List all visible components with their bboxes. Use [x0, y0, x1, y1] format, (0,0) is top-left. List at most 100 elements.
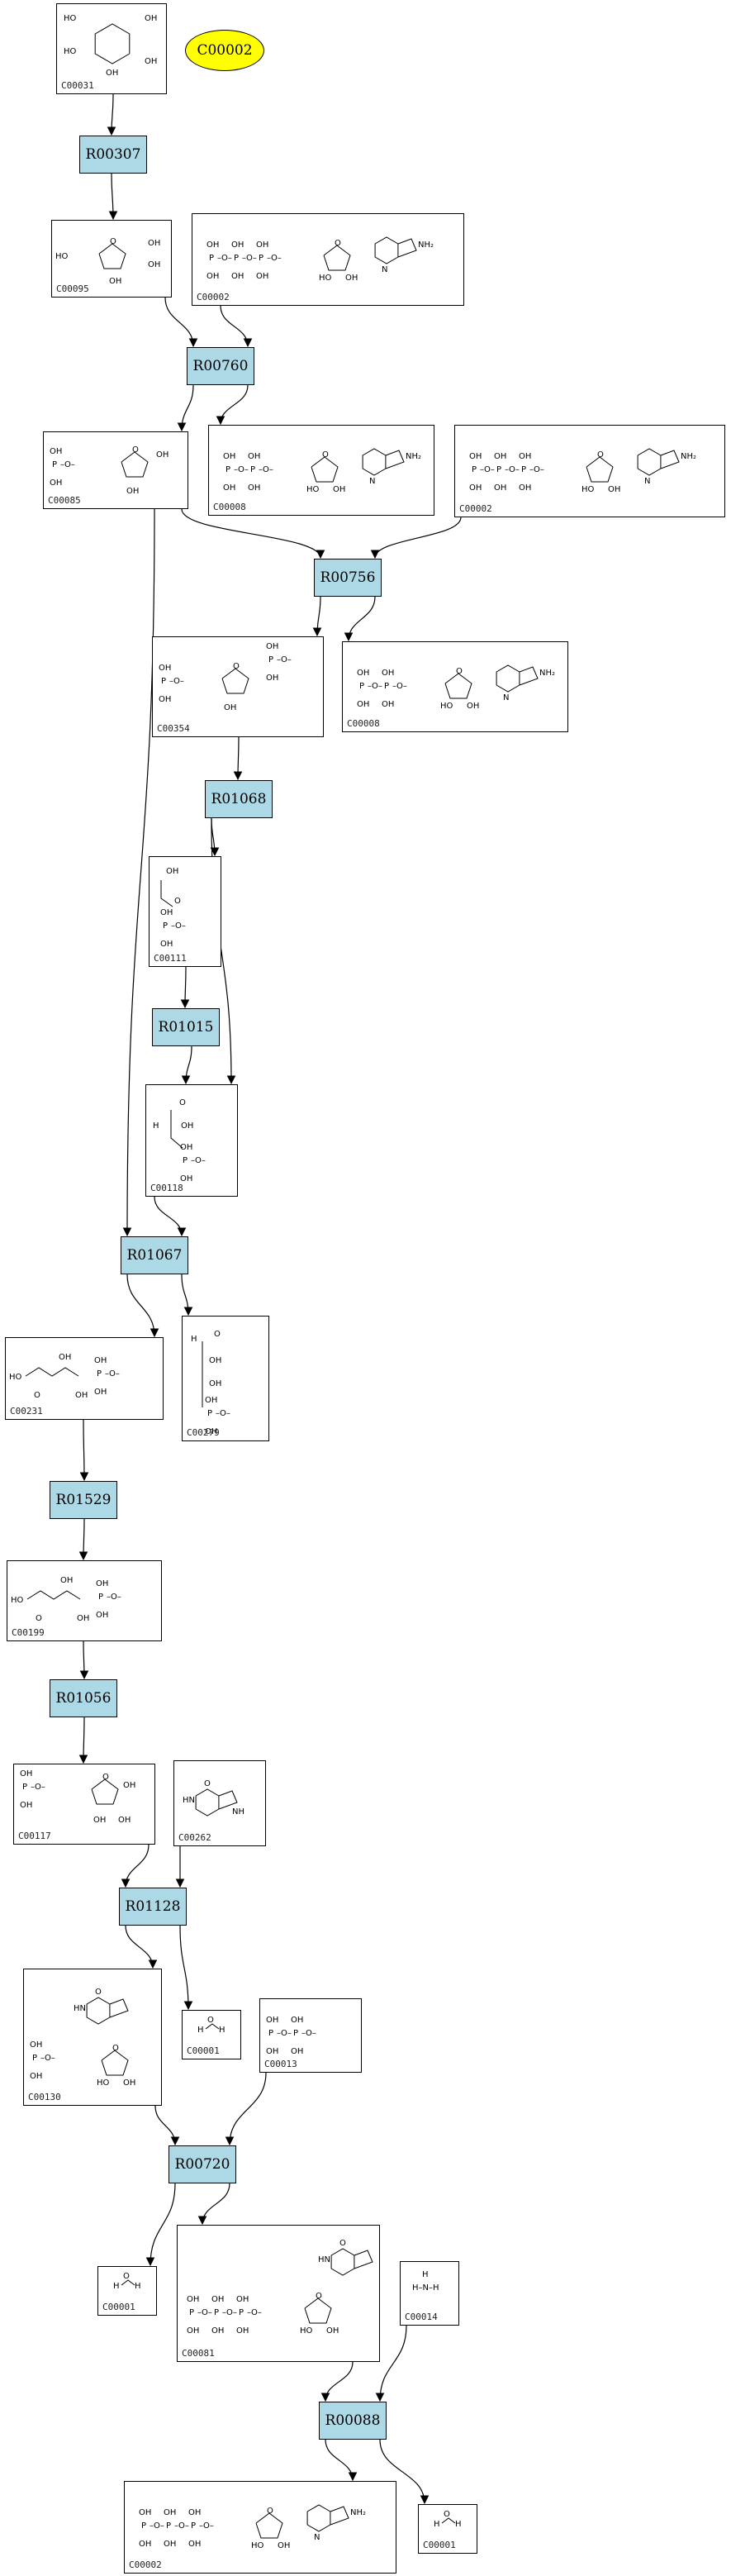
svg-text:HO: HO [97, 2078, 110, 2088]
svg-text:HO: HO [11, 1596, 24, 1605]
reaction-label: R01056 [55, 1690, 112, 1707]
svg-text:OH: OH [248, 452, 260, 461]
svg-text:OH: OH [206, 272, 219, 281]
svg-text:P: P [209, 254, 214, 263]
svg-text:OH: OH [382, 700, 394, 709]
molecule-structure: H H–N–H [412, 2270, 439, 2293]
reaction-node[interactable]: R00088 [319, 2402, 387, 2440]
reaction-node[interactable]: R01529 [50, 1481, 117, 1519]
molecule-structure: HOH [113, 2272, 141, 2291]
svg-text:O: O [456, 667, 463, 676]
compound-id-label: C00001 [102, 2302, 135, 2312]
reaction-label: R00756 [320, 569, 376, 586]
svg-text:OH: OH [291, 2016, 303, 2025]
compound-id-label: C00199 [12, 1627, 45, 1638]
svg-text:NH₂: NH₂ [681, 452, 696, 461]
svg-text:–O–: –O– [267, 254, 282, 263]
svg-text:OH: OH [248, 483, 260, 493]
reaction-label: R01529 [55, 1492, 112, 1508]
edge-r2-to-c5 [216, 384, 249, 426]
svg-text:OH: OH [469, 483, 482, 493]
svg-text:OH: OH [93, 1816, 106, 1825]
highlight-compound-oval[interactable]: C00002 [185, 30, 264, 71]
reaction-node[interactable]: R00720 [169, 2145, 236, 2183]
svg-text:OH: OH [94, 1356, 107, 1365]
svg-text:O: O [214, 1330, 221, 1339]
svg-text:OH: OH [188, 2508, 201, 2517]
svg-text:O: O [112, 2044, 119, 2053]
svg-text:H: H [422, 2270, 429, 2279]
svg-text:OH: OH [50, 479, 62, 488]
svg-text:–O–: –O– [217, 254, 232, 263]
svg-text:HN: HN [318, 2255, 330, 2264]
svg-text:–O–: –O– [171, 921, 186, 931]
svg-text:OH: OH [75, 1391, 88, 1400]
edge-r11-to-c23 [379, 2439, 430, 2505]
edge-c14-to-r9 [121, 1844, 150, 1888]
reaction-node[interactable]: R00307 [79, 136, 147, 174]
svg-text:OH: OH [223, 452, 235, 461]
svg-text:OH: OH [181, 1121, 193, 1131]
edge-c18-to-r10 [225, 2072, 267, 2146]
svg-text:OH: OH [59, 1353, 71, 1362]
svg-text:O: O [102, 1773, 109, 1782]
svg-text:OH: OH [159, 664, 171, 673]
reaction-label: R01015 [158, 1019, 214, 1036]
svg-text:P: P [239, 2308, 244, 2317]
reaction-node[interactable]: R00760 [187, 347, 254, 385]
reaction-node[interactable]: R01056 [50, 1679, 117, 1717]
reaction-node[interactable]: R01068 [205, 780, 273, 818]
svg-text:H–N–H: H–N–H [412, 2283, 439, 2293]
svg-text:–O–: –O– [277, 2029, 292, 2038]
svg-text:O: O [322, 450, 329, 459]
svg-text:P: P [472, 465, 477, 474]
compound-id-label: C00001 [187, 2045, 220, 2056]
svg-text:P: P [293, 2029, 298, 2038]
reaction-node[interactable]: R00756 [314, 559, 382, 597]
svg-text:HN: HN [74, 2004, 86, 2013]
svg-text:–O–: –O– [222, 2308, 237, 2317]
svg-text:OH: OH [266, 2047, 278, 2056]
svg-text:–O–: –O– [259, 465, 273, 474]
svg-text:OH: OH [236, 2295, 249, 2304]
reaction-node[interactable]: R01015 [152, 1008, 220, 1046]
svg-text:–O–: –O– [40, 2054, 55, 2063]
svg-text:N: N [644, 477, 650, 486]
svg-text:–O–: –O– [301, 2029, 316, 2038]
svg-text:OH: OH [278, 2541, 290, 2550]
reaction-node[interactable]: R01067 [121, 1236, 188, 1274]
compound-id-label: C00231 [10, 1406, 43, 1417]
svg-text:OH: OH [96, 1611, 108, 1620]
svg-text:H: H [434, 2520, 440, 2529]
svg-text:OH: OH [209, 1356, 221, 1365]
reaction-node[interactable]: R01128 [119, 1888, 187, 1926]
svg-text:P: P [234, 254, 239, 263]
compound-id-label: C00002 [129, 2559, 162, 2570]
